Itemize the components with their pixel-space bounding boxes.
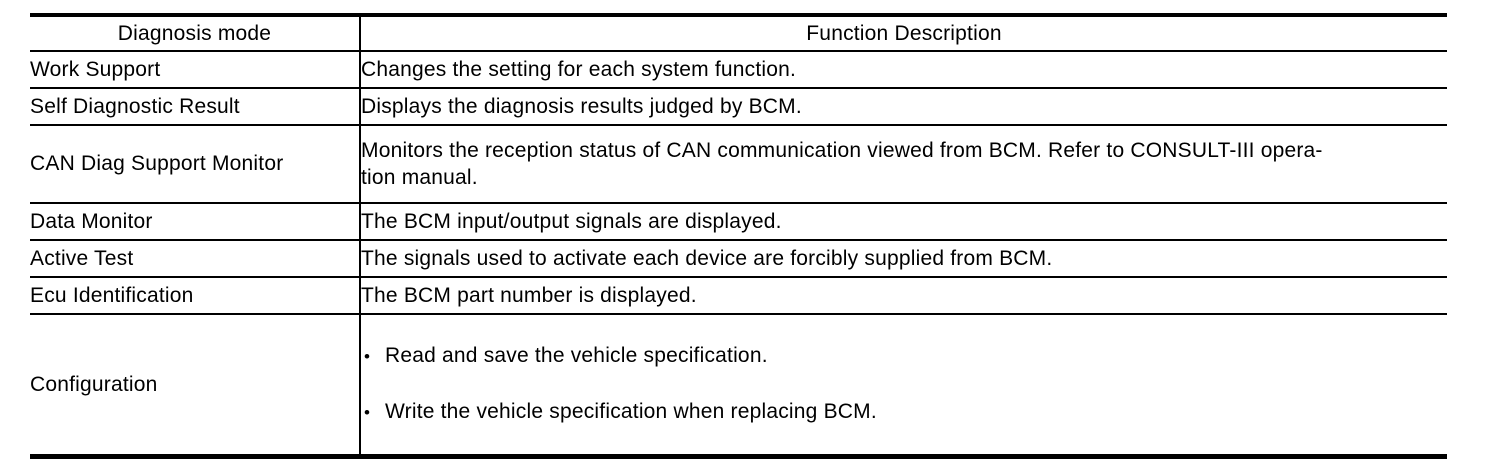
mode-cell: Data Monitor — [30, 203, 361, 241]
table-row-work-support: Work Support Changes the setting for eac… — [30, 51, 1447, 89]
mode-cell: CAN Diag Support Monitor — [30, 125, 361, 204]
bullet-icon: • — [364, 403, 371, 422]
bullet-icon: • — [364, 347, 371, 366]
description-cell: Monitors the reception status of CAN com… — [360, 125, 1447, 204]
mode-cell: Self Diagnostic Result — [30, 88, 361, 126]
table-header-row: Diagnosis mode Function Description — [30, 15, 1447, 52]
mode-cell: Work Support — [30, 51, 361, 89]
table-row-can-diag-support-monitor: CAN Diag Support Monitor Monitors the re… — [30, 125, 1447, 204]
header-function-description: Function Description — [360, 15, 1447, 52]
description-cell: Displays the diagnosis results judged by… — [360, 88, 1447, 126]
header-diagnosis-mode: Diagnosis mode — [30, 15, 361, 52]
table-row-ecu-identification: Ecu Identification The BCM part number i… — [30, 277, 1447, 315]
bullet-item: • Write the vehicle specification when r… — [361, 398, 1447, 427]
mode-cell: Configuration — [30, 314, 361, 458]
table-row-configuration: Configuration • Read and save the vehicl… — [30, 314, 1447, 458]
bullet-item: • Read and save the vehicle specificatio… — [361, 342, 1447, 371]
table-row-data-monitor: Data Monitor The BCM input/output signal… — [30, 203, 1447, 241]
table-row-active-test: Active Test The signals used to activate… — [30, 240, 1447, 278]
bullet-text: Write the vehicle specification when rep… — [385, 400, 877, 423]
mode-cell: Active Test — [30, 240, 361, 278]
description-cell: Changes the setting for each system func… — [360, 51, 1447, 89]
description-cell: The signals used to activate each device… — [360, 240, 1447, 278]
mode-cell: Ecu Identification — [30, 277, 361, 315]
manual-page: Diagnosis mode Function Description Work… — [30, 13, 1447, 459]
description-cell: • Read and save the vehicle specificatio… — [360, 314, 1447, 458]
diagnosis-mode-table: Diagnosis mode Function Description Work… — [30, 13, 1447, 459]
bullet-text: Read and save the vehicle specification. — [385, 344, 768, 367]
description-cell: The BCM input/output signals are display… — [360, 203, 1447, 241]
table-row-self-diagnostic-result: Self Diagnostic Result Displays the diag… — [30, 88, 1447, 126]
description-cell: The BCM part number is displayed. — [360, 277, 1447, 315]
